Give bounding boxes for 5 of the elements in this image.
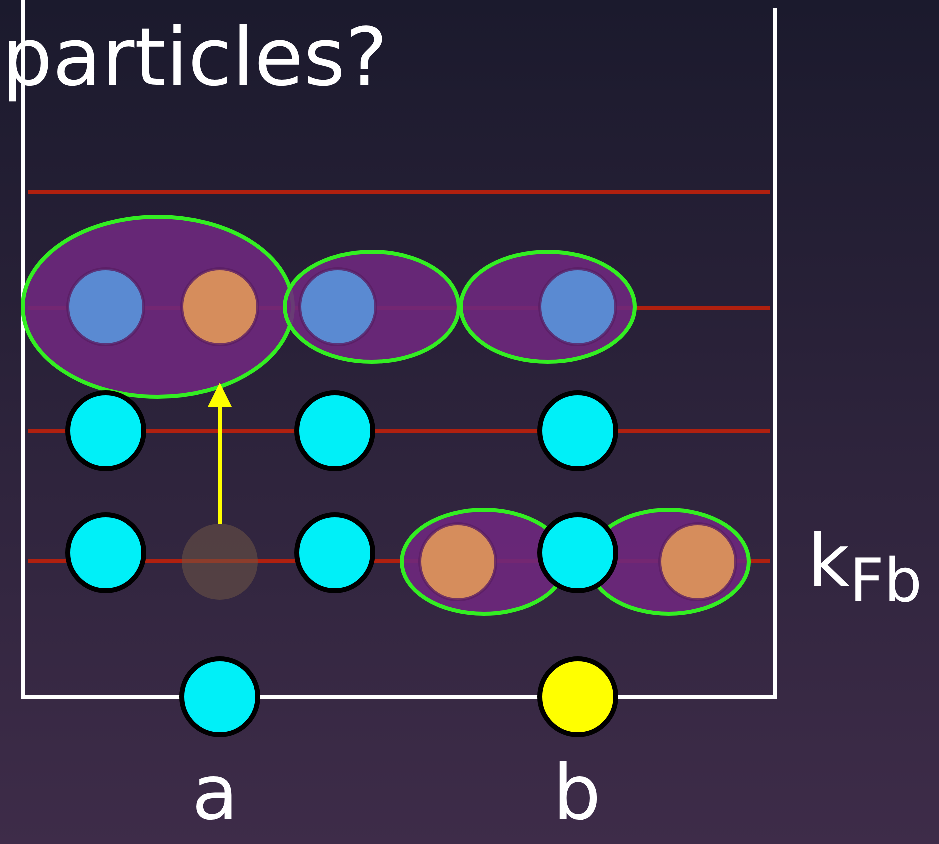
site-label: b: [553, 755, 602, 831]
faded-particle-circle: [182, 524, 258, 600]
site-label: a: [192, 755, 239, 831]
arrow: [208, 382, 232, 524]
momentum-label: k$_{Fb}$: [808, 525, 922, 612]
